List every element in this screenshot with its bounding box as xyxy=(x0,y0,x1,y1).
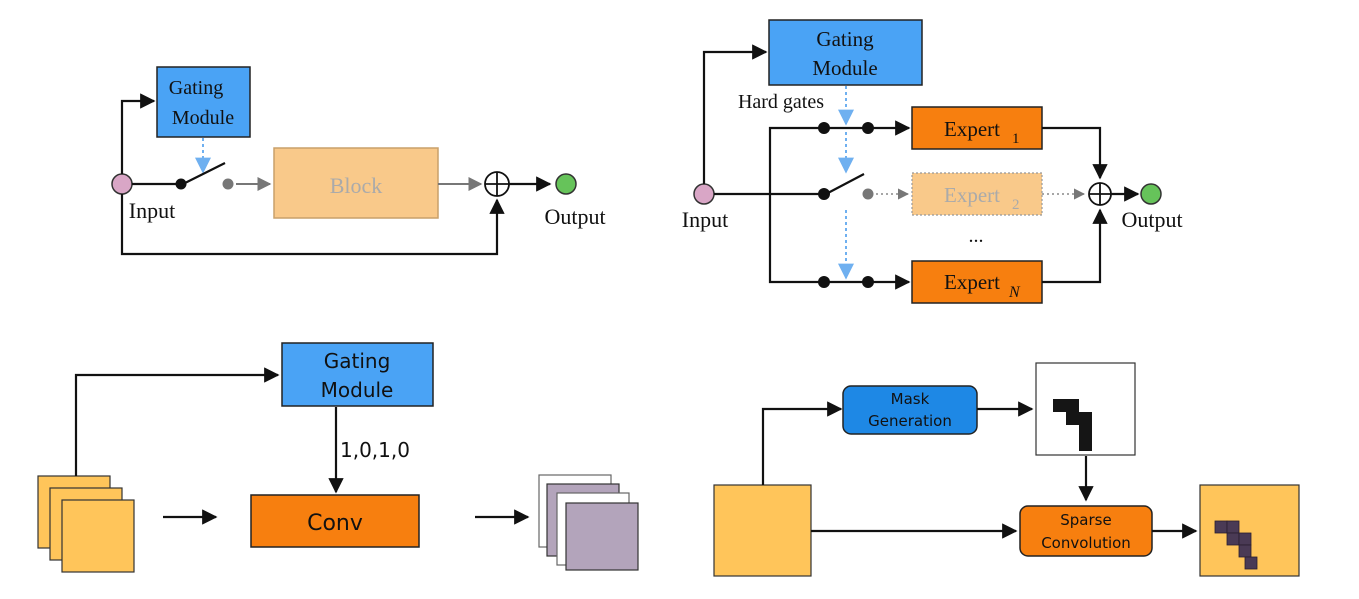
switch-contact-right xyxy=(222,178,234,190)
block-box xyxy=(273,147,439,219)
input-to-gating-arrow xyxy=(120,93,156,174)
gating-module-label-line2: Module xyxy=(172,107,234,129)
conv-label: Conv xyxy=(307,511,363,536)
mask-pixels xyxy=(1053,399,1092,451)
branch-line-1 xyxy=(768,126,824,194)
gating-module-label-line1: Gating xyxy=(816,27,874,51)
gating-module-label-line1: Gating xyxy=(169,77,223,99)
gating-module-label-line2: Module xyxy=(321,378,394,402)
output-label: Output xyxy=(1121,207,1182,232)
output-label: Output xyxy=(544,204,605,229)
input-label: Input xyxy=(129,198,175,223)
skip-connection-arrow xyxy=(120,194,505,256)
input-node xyxy=(111,173,133,195)
switch-contact-left xyxy=(175,178,187,190)
sum-node xyxy=(1088,182,1112,206)
output-feature-map-4 xyxy=(565,502,639,571)
gate-values-label: 1,0,1,0 xyxy=(340,438,410,462)
gate-open-lever xyxy=(825,173,865,195)
panel-b-mixture-of-experts: Gating Module Hard gates Expert 1 Expert… xyxy=(682,19,1183,304)
expert1-subscript: 1 xyxy=(1012,131,1020,147)
sum-node xyxy=(484,171,510,197)
input-feature-map xyxy=(713,484,812,577)
block-label: Block xyxy=(330,173,383,198)
input-to-gating-arrow xyxy=(702,44,768,184)
gating-module-box xyxy=(156,66,251,138)
mask-generation-label-line2: Generation xyxy=(868,412,952,430)
gating-module-box xyxy=(281,342,434,407)
expertn-subscript: N xyxy=(1008,284,1021,301)
input-label: Input xyxy=(682,207,728,232)
output-sparse-pixels xyxy=(1214,520,1258,570)
expertn-label: Expert xyxy=(944,270,1000,294)
panel-a-gated-block: Gating Module Block Input Output xyxy=(111,66,606,256)
expert2-box xyxy=(911,172,1043,216)
input-to-mask-arrow xyxy=(761,401,843,485)
switch-lever xyxy=(182,162,226,185)
gating-module-box xyxy=(768,19,923,86)
input-feature-map-3 xyxy=(61,499,135,573)
gate-contact-2b xyxy=(862,188,874,200)
panel-d-spatial-sparsity: Mask Generation Sparse Convolution xyxy=(713,362,1300,577)
expert2-subscript: 2 xyxy=(1012,197,1020,213)
expert2-label: Expert xyxy=(944,183,1000,207)
mask-generation-label-line1: Mask xyxy=(891,390,930,408)
expert1-to-sum-arrow xyxy=(1042,126,1108,180)
input-node xyxy=(693,183,715,205)
conv-box xyxy=(250,494,420,548)
branch-line-n xyxy=(768,194,824,284)
hard-gates-label: Hard gates xyxy=(738,91,824,113)
expertn-to-sum-arrow xyxy=(1042,208,1108,284)
expert1-label: Expert xyxy=(944,117,1000,141)
gate-contact-2a xyxy=(818,188,830,200)
ellipsis-label: ... xyxy=(969,225,984,247)
output-node xyxy=(1140,183,1162,205)
input-to-gating-arrow xyxy=(74,367,280,476)
gating-module-label-line2: Module xyxy=(812,56,877,80)
panel-c-channel-gating: Gating Module 1,0,1,0 Conv xyxy=(37,342,639,573)
gating-module-label-line1: Gating xyxy=(324,349,391,373)
expertn-box xyxy=(911,260,1043,304)
sparse-convolution-label-line2: Convolution xyxy=(1041,534,1131,552)
output-node xyxy=(555,173,577,195)
sparse-convolution-label-line1: Sparse xyxy=(1060,511,1111,529)
